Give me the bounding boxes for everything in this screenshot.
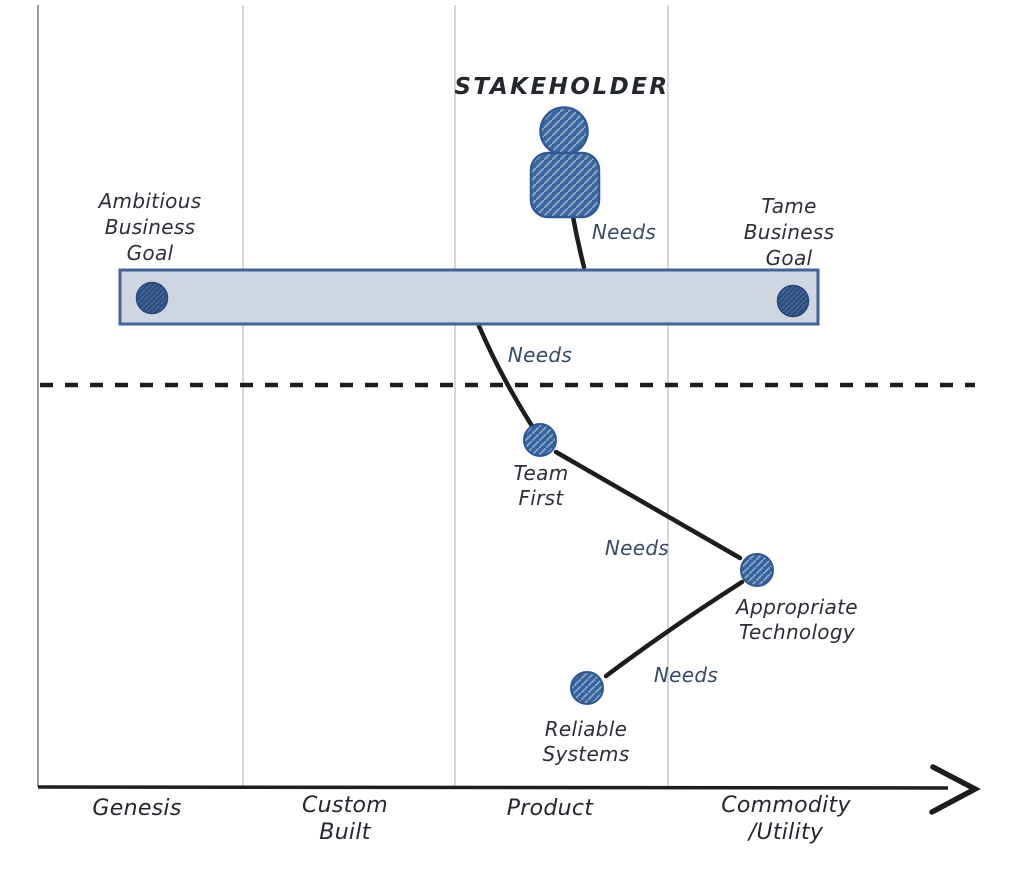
team-first-node <box>523 423 557 457</box>
tame-goal-node <box>776 284 810 318</box>
axis-label-commodity-utility: Commodity /Utility <box>721 793 851 845</box>
team-first-label: Team First <box>513 461 569 510</box>
needs-label-goal-team-first: Needs <box>507 343 573 367</box>
axis-label-custom-built: Custom Built <box>301 793 389 845</box>
edge-goal-team-first <box>476 323 535 429</box>
needs-label-stakeholder-goal: Needs <box>591 220 657 244</box>
stakeholder-person-icon <box>529 106 601 219</box>
needs-label-team-first-appropriate-technology: Needs <box>604 536 670 560</box>
needs-label-appropriate-technology-reliable-systems: Needs <box>653 663 719 687</box>
ambitious-goal-label: Ambitious Business Goal <box>98 189 202 265</box>
axis-label-genesis: Genesis <box>92 796 182 821</box>
reliable-systems-node <box>570 671 604 705</box>
tame-goal-label: Tame Business Goal <box>743 194 835 270</box>
axis-label-product: Product <box>506 796 594 821</box>
edge-appropriate-technology-reliable-systems <box>603 579 745 679</box>
stakeholder-label: STAKEHOLDER <box>454 74 670 100</box>
x-axis-line <box>37 785 949 790</box>
ambitious-goal-node <box>135 281 169 315</box>
appropriate-technology-label: Appropriate Technology <box>736 595 858 644</box>
appropriate-technology-node <box>740 553 774 587</box>
business-goal-bar <box>118 268 820 326</box>
x-axis-arrow-icon <box>929 764 981 815</box>
reliable-systems-label: Reliable Systems <box>542 717 630 766</box>
edge-team-first-appropriate-technology <box>553 449 743 561</box>
